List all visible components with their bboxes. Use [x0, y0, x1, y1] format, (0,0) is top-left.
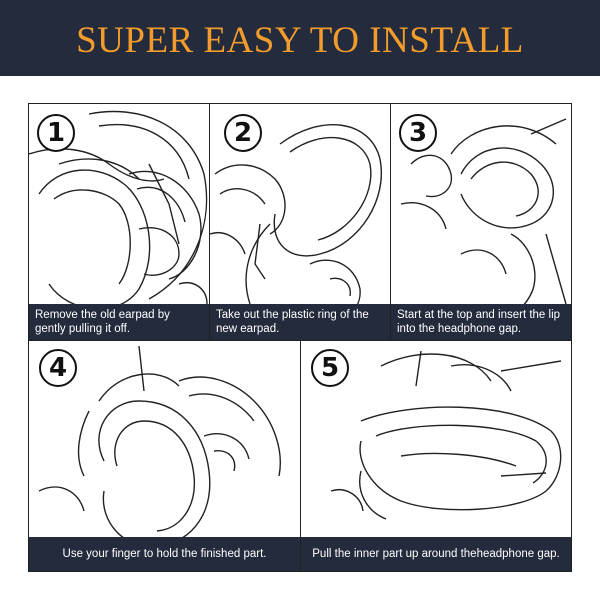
- step-1-panel: 1 Remove the old earpad by gently pullin…: [28, 103, 210, 341]
- step-1-number: 1: [46, 118, 66, 148]
- step-3-illustration: [400, 118, 567, 323]
- step-3-panel: 3 Start at the top and insert the lip in…: [390, 103, 572, 341]
- step-4-number: 4: [48, 353, 68, 383]
- step-5-number: 5: [320, 353, 340, 383]
- step-1-caption: Remove the old earpad by gently pulling …: [29, 304, 209, 340]
- step-4-illustration: [38, 345, 281, 571]
- step-4-caption-text: Use your finger to hold the finished par…: [62, 548, 267, 560]
- step-5-panel: 5 Pull the inner part up around theheadp…: [300, 340, 572, 572]
- step-5-caption-text: Pull the inner part up around theheadpho…: [312, 548, 560, 560]
- step-4-panel: 4 Use your finger to hold the finished p…: [28, 340, 301, 572]
- step-1-caption-text: Remove the old earpad by gently pulling …: [35, 309, 170, 335]
- step-5-illustration: [330, 350, 562, 520]
- step-5-caption: Pull the inner part up around theheadpho…: [301, 537, 571, 571]
- step-1-number-badge: 1: [37, 114, 75, 152]
- step-2-number: 2: [233, 118, 253, 148]
- step-3-caption-text: Start at the top and insert the lip into…: [397, 309, 561, 335]
- step-2-caption-text: Take out the plastic ring of the new ear…: [216, 309, 369, 335]
- step-2-number-badge: 2: [224, 114, 262, 152]
- page-title: SUPER EASY TO INSTALL: [76, 19, 524, 61]
- step-4-caption: Use your finger to hold the finished par…: [29, 537, 300, 571]
- step-3-number-badge: 3: [399, 114, 437, 152]
- step-3-number: 3: [408, 118, 428, 148]
- step-3-caption: Start at the top and insert the lip into…: [391, 304, 571, 340]
- header-banner: SUPER EASY TO INSTALL: [0, 0, 600, 76]
- step-5-number-badge: 5: [311, 349, 349, 387]
- step-4-number-badge: 4: [39, 349, 77, 387]
- step-2-illustration: [210, 124, 382, 323]
- step-2-caption: Take out the plastic ring of the new ear…: [210, 304, 390, 340]
- step-2-panel: 2 Take out the plastic ring of the new e…: [209, 103, 391, 341]
